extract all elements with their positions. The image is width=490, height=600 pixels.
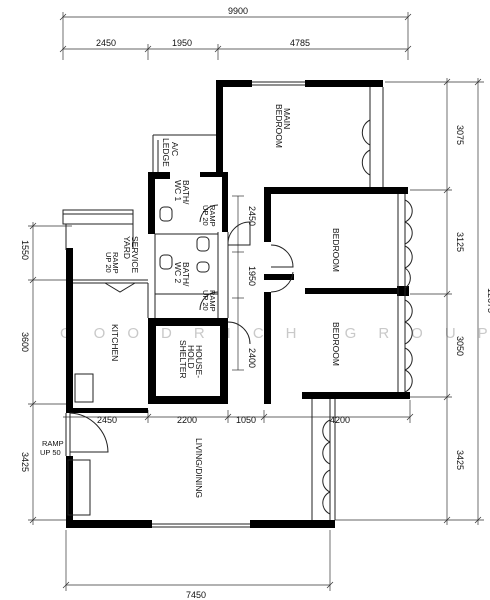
room-ac-line2: LEDGE <box>161 138 171 167</box>
room-bath2-line1: BATH/ <box>181 262 191 287</box>
room-labels: MAIN BEDROOM BEDROOM BEDROOM A/C LEDGE B… <box>110 104 341 498</box>
room-bedroom-1: BEDROOM <box>331 228 341 272</box>
dim-top-2: 1950 <box>172 38 192 48</box>
room-kitchen: KITCHEN <box>110 324 120 361</box>
room-shelter-line2: HOLD <box>186 345 196 369</box>
ramp2-line1: RAMP <box>208 290 217 312</box>
room-main-bedroom-line1: MAIN <box>282 108 292 129</box>
dim-inner-1950: 1950 <box>247 266 257 286</box>
ramp-labels: RAMP UP 20 RAMP UP 20 RAMP UP 20 RAMP UP… <box>40 205 217 457</box>
room-ac-line1: A/C <box>170 142 180 156</box>
dim-inner-2400: 2400 <box>247 348 257 368</box>
ramp1-line1: RAMP <box>208 205 217 227</box>
dim-inner-2450: 2450 <box>247 206 257 226</box>
ramp2-line2: UP 20 <box>201 290 210 311</box>
ramp3-line2: UP 20 <box>104 252 113 273</box>
room-living: LIVING/DINING <box>194 438 204 498</box>
room-service-line2: YARD <box>122 236 132 259</box>
ramp1-line2: UP 20 <box>201 205 210 226</box>
dim-right-1: 3075 <box>455 125 465 145</box>
watermark: GOODRICH GROUP <box>60 325 490 342</box>
dim-mid-4: 4200 <box>330 415 350 425</box>
dim-right-2: 3125 <box>455 232 465 252</box>
dim-mid-1: 2450 <box>97 415 117 425</box>
dimension-lines <box>28 12 484 591</box>
dim-left-2: 3600 <box>20 332 30 352</box>
room-bedroom-2: BEDROOM <box>331 322 341 366</box>
dim-bottom-total: 7450 <box>186 590 206 600</box>
walls <box>66 80 410 528</box>
dim-top-1: 2450 <box>96 38 116 48</box>
ramp3-line1: RAMP <box>111 252 120 274</box>
dim-right-3: 3050 <box>455 336 465 356</box>
room-main-bedroom-line2: BEDROOM <box>274 104 284 148</box>
room-bath1-line1: BATH/ <box>181 180 191 205</box>
dimension-labels: 9900 2450 1950 4785 3075 3125 3050 3425 … <box>20 6 490 600</box>
dim-left-1: 1550 <box>20 240 30 260</box>
dim-mid-2: 2200 <box>177 415 197 425</box>
thin-lines <box>62 81 406 528</box>
dim-top-3: 4785 <box>290 38 310 48</box>
room-bath1-line2: WC 1 <box>173 180 183 202</box>
door-swings <box>69 119 413 515</box>
dim-mid-3: 1050 <box>236 415 256 425</box>
dim-right-total: 12675 <box>486 288 490 313</box>
room-shelter-line1: HOUSE- <box>194 345 204 378</box>
room-service-line1: SERVICE <box>130 236 140 273</box>
room-bath2-line2: WC 2 <box>173 262 183 284</box>
dim-top-total: 9900 <box>228 6 248 16</box>
dim-right-4: 3425 <box>455 450 465 470</box>
dim-left-3: 3425 <box>20 452 30 472</box>
ramp5-line1: RAMP <box>42 439 64 448</box>
room-shelter-line3: SHELTER <box>178 340 188 379</box>
ramp5-line2: UP 50 <box>40 448 61 457</box>
